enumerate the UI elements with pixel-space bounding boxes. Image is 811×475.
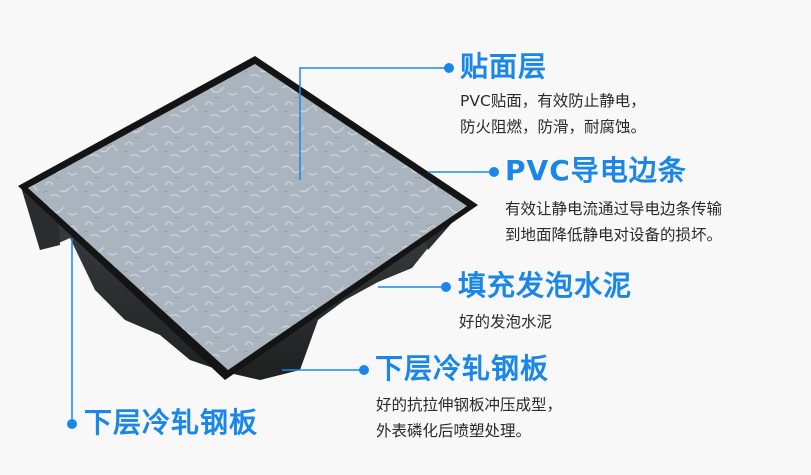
- desc-line: PVC贴面，有效防止静电，: [460, 92, 646, 110]
- callout-title-foam-cement: 填充发泡水泥: [458, 269, 633, 302]
- desc-line: 好的抗拉伸钢板冲压成型，: [376, 396, 563, 414]
- callout-title-surface-layer: 贴面层: [460, 50, 548, 83]
- desc-line: 有效让静电流通过导电边条传输: [505, 200, 723, 218]
- callout-desc-steel-plate: 好的抗拉伸钢板冲压成型， 外表磷化后喷塑处理。: [376, 392, 562, 444]
- callout-desc-conductive-edge: 有效让静电流通过导电边条传输 到地面降低静电对设备的损坏。: [505, 196, 722, 248]
- callout-title-conductive-edge: PVC导电边条: [505, 154, 687, 187]
- desc-line: 到地面降低静电对设备的损坏。: [505, 226, 723, 244]
- callout-title-steel-plate-left: 下层冷轧钢板: [84, 406, 259, 439]
- desc-line: 防火阻燃，防滑，耐腐蚀。: [460, 118, 647, 136]
- desc-line: 外表磷化后喷塑处理。: [376, 422, 532, 440]
- desc-line: 好的发泡水泥: [459, 313, 553, 331]
- pvc-surface-tile: [18, 56, 478, 380]
- callout-desc-surface-layer: PVC贴面，有效防止静电， 防火阻燃，防滑，耐腐蚀。: [460, 88, 646, 140]
- callout-desc-foam-cement: 好的发泡水泥: [459, 309, 552, 335]
- callout-lines: [71, 67, 493, 420]
- callout-title-steel-plate: 下层冷轧钢板: [375, 352, 550, 385]
- callout-dots: [67, 63, 499, 429]
